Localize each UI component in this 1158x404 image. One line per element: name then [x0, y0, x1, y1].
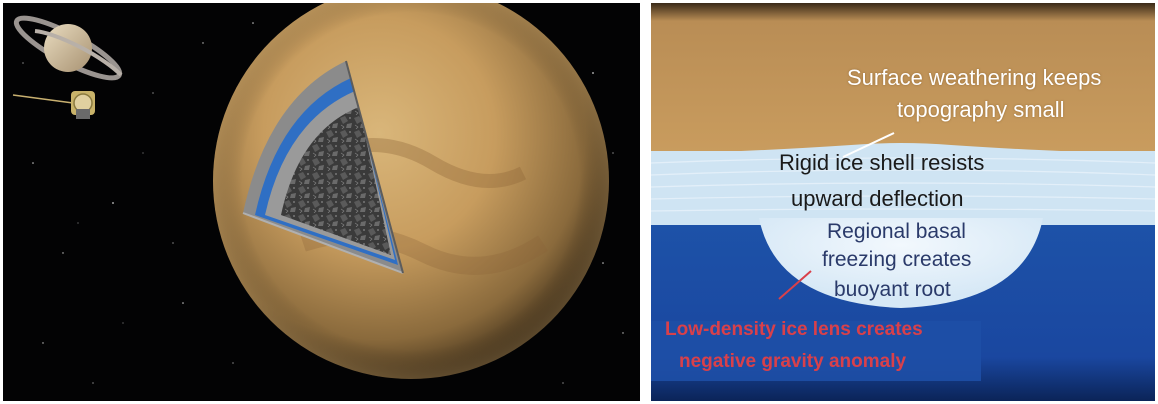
space-scene [12, 3, 624, 384]
surface-crust-layer [651, 3, 1155, 153]
lens-leader-line [778, 270, 812, 300]
basal-freezing-label-line2: freezing creates [822, 248, 972, 271]
titan-cutaway [213, 3, 609, 379]
saturn [13, 15, 123, 81]
ice-lens-label-line1: Low-density ice lens creates [665, 319, 923, 340]
rigid-ice-shell [651, 143, 1155, 225]
ice-shell-cross-section [651, 3, 1155, 401]
cassini-spacecraft [12, 91, 95, 119]
buoyant-ice-root [759, 218, 1043, 308]
ice-shell-banding [651, 157, 1155, 212]
titan-illustration-panel [3, 3, 640, 401]
basal-freezing-label-line1: Regional basal [827, 220, 966, 243]
surface-leader-line [842, 132, 895, 158]
surface-label-line1: Surface weathering keeps [847, 65, 1102, 90]
rigid-shell-label-line1: Rigid ice shell resists [779, 150, 985, 175]
rigid-shell-label-line2: upward deflection [791, 186, 964, 211]
basal-freezing-label-line3: buoyant root [834, 278, 951, 301]
ice-shell-diagram-panel: Surface weathering keeps topography smal… [651, 3, 1155, 401]
ice-lens-label-line2: negative gravity anomaly [679, 351, 907, 372]
surface-label-line2: topography small [897, 97, 1065, 122]
lens-label-band [651, 321, 981, 381]
